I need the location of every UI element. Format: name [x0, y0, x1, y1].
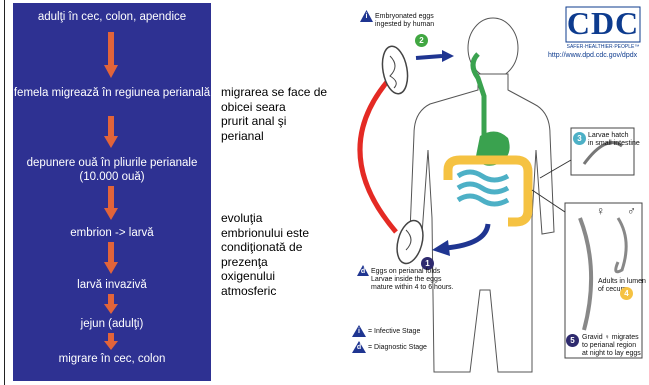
infective-stage-icon-letter: i	[360, 13, 373, 20]
label-hatch-line: in small intestine	[588, 140, 640, 148]
label-gravid: Gravid ♀ migrates to perianal region at …	[582, 334, 641, 358]
label-eggs-perianal: Eggs on perianal folds Larvae inside the…	[371, 268, 454, 292]
label-hatch-line: Larvae hatch	[588, 132, 640, 140]
cycle-arrow-red	[360, 76, 396, 232]
legend-infective: = Infective Stage	[368, 328, 420, 336]
legend-diagnostic-icon: d	[352, 341, 366, 353]
label-embryonated-line: Embryonated eggs	[375, 13, 434, 21]
legend-infective-icon-letter: i	[352, 328, 366, 335]
label-adults-line: Adults in lumen	[598, 278, 646, 286]
label-eggs-perianal-line: Larvae inside the eggs	[371, 276, 454, 284]
legend-diagnostic: = Diagnostic Stage	[368, 344, 427, 352]
cdc-url: http://www.dpd.cdc.gov/dpdx	[548, 52, 637, 59]
stage-badge-2: 2	[415, 34, 428, 47]
gravid-symbol: ♀	[605, 334, 610, 341]
label-eggs-perianal-line: Eggs on perianal folds	[371, 268, 454, 276]
label-eggs-perianal-line: mature within 4 to 6 hours.	[371, 284, 454, 292]
male-symbol: ♂	[627, 204, 636, 218]
cdc-tagline: SAFER·HEALTHIER·PEOPLE™	[566, 44, 640, 50]
label-embryonated-line: ingested by human	[375, 21, 434, 29]
label-hatch: Larvae hatch in small intestine	[588, 132, 640, 148]
infective-stage-icon: i	[360, 10, 373, 22]
label-embryonated: Embryonated eggs ingested by human	[375, 13, 434, 29]
ingestion-arrow	[416, 56, 442, 58]
label-gravid-line: at night to lay eggs	[582, 350, 641, 358]
legend-infective-icon: i	[352, 325, 366, 337]
cdc-logo: CDC	[566, 5, 640, 42]
stage-badge-5: 5	[566, 334, 579, 347]
stage-badge-4: 4	[620, 287, 633, 300]
label-gravid-word: Gravid	[582, 334, 603, 341]
diagnostic-stage-icon: d	[357, 265, 369, 276]
label-gravid-verb: migrates	[612, 334, 639, 341]
ingestion-arrow-head	[442, 50, 454, 62]
label-gravid-line: to perianal region	[582, 342, 641, 350]
diagnostic-stage-icon-letter: d	[357, 268, 369, 275]
stage-badge-3: 3	[573, 132, 586, 145]
female-symbol: ♀	[596, 204, 605, 218]
legend-diagnostic-icon-letter: d	[352, 344, 366, 351]
